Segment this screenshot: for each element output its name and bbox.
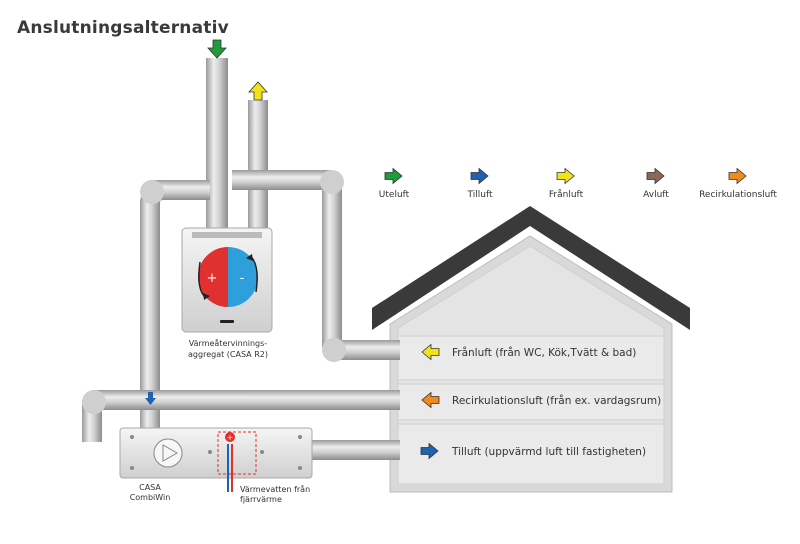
water-label-line2: fjärrvärme <box>240 495 282 504</box>
legend-arrow-right-icon <box>384 167 403 185</box>
r2-plus: + <box>207 271 218 286</box>
house-room-labels: Frånluft (från WC, Kök,Tvätt & bad) Recir… <box>420 343 661 460</box>
duct-intake <box>206 58 228 228</box>
legend-arrow-right-icon <box>728 167 747 185</box>
room-arrow-icon <box>421 343 440 361</box>
supply-down-arrow-icon <box>145 392 156 405</box>
r2-cold-half <box>228 247 258 307</box>
svg-text:+: + <box>227 433 234 442</box>
legend-label: Frånluft <box>549 189 584 200</box>
room-label: Recirkulationsluft (från ex. vardagsrum) <box>452 394 661 407</box>
casa-combiwin-unit: + <box>119 427 313 492</box>
r2-label-line1: Värmeåtervinnings- <box>189 338 268 348</box>
flow-arrows <box>145 39 268 405</box>
casa-r2-unit <box>181 227 273 333</box>
combiwin-label-line1: CASA <box>139 483 161 492</box>
legend-label: Avluft <box>643 190 669 200</box>
ducts <box>82 58 400 460</box>
avluft-outlet-arrow-icon <box>248 81 268 101</box>
house <box>372 206 690 493</box>
legend: Uteluft Tilluft Frånluft Avluft Recirkulatio… <box>379 167 777 200</box>
room-label: Tilluft (uppvärmd luft till fastigheten) <box>451 446 646 458</box>
page-title: Anslutningsalternativ <box>17 18 229 38</box>
house-room-bottom <box>397 423 665 485</box>
legend-label: Tilluft <box>467 190 493 200</box>
house-room-middle <box>397 383 665 421</box>
legend-arrow-right-icon <box>646 167 665 185</box>
water-label-line1: Värmevatten från <box>240 484 310 494</box>
legend-label: Uteluft <box>379 190 410 200</box>
r2-minus: - <box>240 271 245 286</box>
room-arrow-icon <box>420 442 439 460</box>
r2-warm-half <box>198 247 228 307</box>
fan-icon <box>153 438 183 468</box>
house-room-top <box>397 335 665 381</box>
legend-arrow-right-icon <box>470 167 489 185</box>
duct-exhaust <box>248 100 268 228</box>
combiwin-label-line2: CombiWin <box>130 493 171 502</box>
house-roof <box>372 206 690 330</box>
room-arrow-icon <box>421 391 440 409</box>
room-label: Frånluft (från WC, Kök,Tvätt & bad) <box>452 346 636 359</box>
uteluft-inlet-arrow-icon <box>207 39 227 59</box>
r2-label-line2: aggregat (CASA R2) <box>188 350 268 359</box>
legend-label: Recirkulationsluft <box>699 190 777 200</box>
legend-arrow-right-icon <box>556 167 575 185</box>
